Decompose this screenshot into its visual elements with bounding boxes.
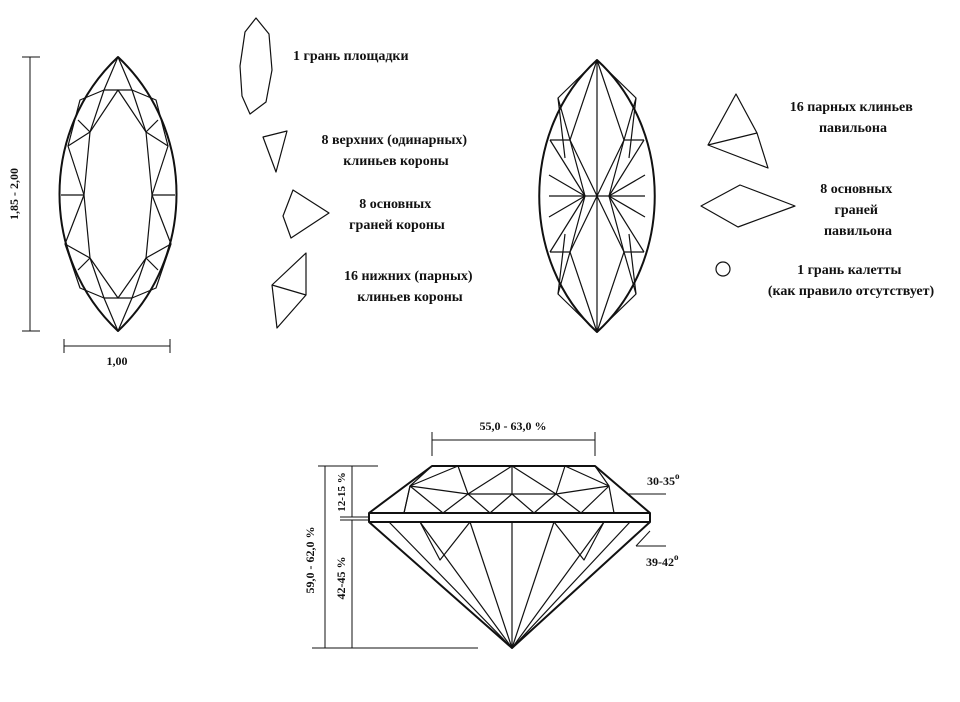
crown-angle-label: 30-35o	[647, 471, 680, 488]
pavilion-main-facet-icon	[700, 184, 796, 228]
table-width-label: 55,0 - 63,0 %	[480, 419, 547, 433]
upper-girdle-facet-icon	[271, 252, 307, 329]
pavilion-depth-label: 42-45 %	[334, 557, 348, 600]
pavilion-angle-label: 39-42o	[646, 552, 679, 569]
star-facet-icon	[262, 130, 288, 173]
width-ratio-label: 1,00	[107, 354, 128, 368]
crown-height-dimension: 12-15 %	[336, 466, 369, 518]
pavilion-bottom-view	[538, 59, 656, 333]
profile-pavilion-facets	[388, 521, 631, 649]
profile-crown-facets	[403, 465, 615, 514]
length-ratio-label: 1,85 - 2,00	[7, 168, 21, 220]
culet-facet-label: 1 грань калетты (как правило отсутствует…	[768, 263, 935, 299]
table-facet-icon	[239, 17, 273, 115]
crown-facet-legend: 1 грань площадки 8 верхних (одинарных) к…	[239, 17, 476, 329]
lower-girdle-facet-label: 16 парных клиньев павильона	[790, 100, 917, 136]
pavilion-facet-legend: 16 парных клиньев павильона 8 основных г…	[700, 93, 935, 299]
total-depth-label: 59,0 - 62,0 %	[303, 527, 317, 594]
lower-girdle-facet-icon	[707, 93, 769, 169]
upper-girdle-facet-label: 16 нижних (парных) клиньев короны	[344, 269, 476, 305]
profile-outline	[368, 465, 651, 649]
bezel-facet-label: 8 основных граней короны	[349, 197, 445, 233]
bezel-facet-icon	[282, 189, 330, 239]
crown-outline	[58, 56, 178, 332]
width-dimension: 1,00	[63, 339, 171, 368]
crown-angle-indicator: 30-35o	[627, 471, 680, 514]
side-profile-view: 55,0 - 63,0 % 59,0 - 62,0 % 12-15 % 42-4…	[303, 419, 680, 649]
table-width-dimension: 55,0 - 63,0 %	[431, 419, 596, 456]
crown-top-view: 1,85 - 2,00 1,00	[7, 56, 178, 368]
culet-facet-icon	[715, 261, 731, 277]
pavilion-main-facet-label: 8 основных граней павильона	[820, 182, 896, 239]
table-facet-label: 1 грань площадки	[293, 49, 409, 64]
crown-facet-lines	[61, 56, 175, 332]
length-dimension: 1,85 - 2,00	[7, 56, 40, 332]
pavilion-facet-lines	[548, 59, 646, 333]
total-depth-dimension: 59,0 - 62,0 %	[303, 465, 478, 649]
star-facet-label: 8 верхних (одинарных) клиньев короны	[321, 133, 470, 169]
crown-height-label: 12-15 %	[336, 472, 348, 511]
pavilion-depth-dimension: 42-45 %	[334, 519, 369, 648]
pavilion-angle-indicator: 39-42o	[635, 530, 679, 569]
